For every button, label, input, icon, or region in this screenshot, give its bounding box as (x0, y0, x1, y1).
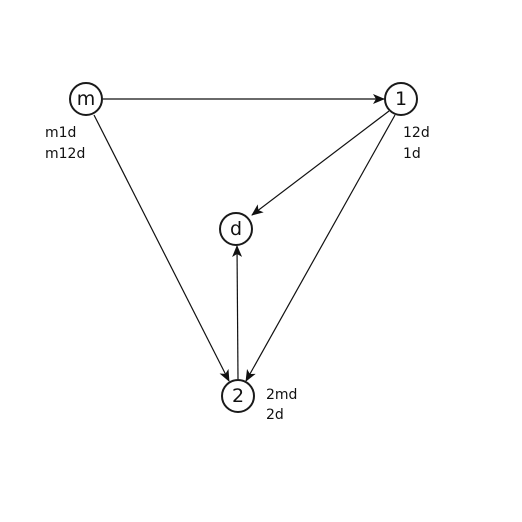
annotation-m-line1: m1d (45, 125, 76, 141)
annotation-1-line2: 1d (403, 146, 421, 162)
node-2: 2 (221, 379, 255, 413)
node-d-label: d (230, 218, 242, 240)
node-m: m (69, 82, 103, 116)
edge-2-to-d (232, 245, 243, 380)
node-1: 1 (384, 82, 418, 116)
edge-1-to-2 (245, 114, 396, 382)
annotation-1-line1: 12d (403, 125, 430, 141)
node-d-circle (219, 212, 253, 246)
annotation-2-line2: 2d (266, 407, 284, 423)
annotation-2-line1: 2md (266, 387, 297, 403)
node-2-circle (221, 379, 255, 413)
node-m-label: m (77, 88, 96, 110)
node-2-label: 2 (232, 385, 244, 407)
node-d: d (219, 212, 253, 246)
node-m-circle (69, 82, 103, 116)
node-1-label: 1 (395, 88, 407, 110)
edge-m-to-2 (93, 114, 230, 382)
annotation-m-line2: m12d (45, 146, 85, 162)
edge-1-to-d (251, 110, 390, 216)
node-1-circle (384, 82, 418, 116)
